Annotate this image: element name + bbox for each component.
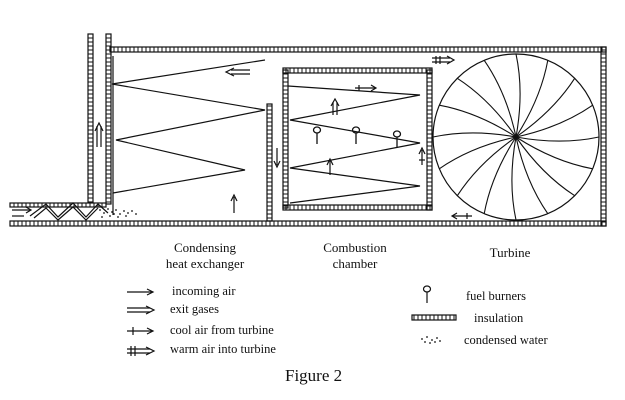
heat-exchanger-label-line1: Condensing	[173, 240, 237, 255]
turbine-label: Turbine	[470, 245, 550, 261]
right-wall	[600, 46, 607, 227]
exit-gas-arrow-top	[224, 67, 250, 77]
chimney-right-wall	[105, 33, 112, 205]
turbine-spoke	[515, 136, 549, 215]
cool-air-symbol	[127, 327, 155, 335]
heat-exchanger-label-line2: heat exchanger	[165, 256, 245, 271]
turbine-label-line1: Turbine	[489, 245, 531, 260]
flow-arrows	[12, 55, 472, 220]
incoming-air-arrow-exchanger	[230, 193, 238, 213]
legend-condensed-water: condensed water	[464, 333, 548, 347]
incoming-air-arrow-combustion	[326, 157, 334, 175]
combustion-chamber-label: Combustion chamber	[300, 240, 410, 272]
water-droplet	[123, 210, 125, 212]
warm-air-symbol	[127, 346, 156, 356]
top-wall	[109, 46, 607, 53]
heat-exchanger-label: Condensing heat exchanger	[140, 240, 270, 272]
turbine-spoke	[515, 78, 576, 138]
combustion-left-wall	[282, 69, 289, 209]
fuel-burner	[392, 130, 402, 148]
turbine-spoke	[438, 136, 517, 170]
legend-fuel-burners: fuel burners	[466, 289, 527, 303]
turbine-spoke	[483, 59, 517, 138]
combustion-top-wall	[282, 67, 433, 74]
legend-symbols	[127, 285, 457, 356]
legend-incoming-air: incoming air	[172, 284, 236, 298]
insulation-symbol	[411, 314, 457, 321]
water-droplet	[117, 216, 119, 218]
water-droplet	[111, 211, 113, 213]
water-droplet	[135, 213, 137, 215]
bottom-wall	[9, 220, 607, 227]
condensed-water	[99, 208, 137, 218]
legend-insulation: insulation	[474, 311, 524, 325]
cool-air-arrow-top	[355, 84, 378, 92]
turbine-spoke	[515, 53, 521, 138]
fuel-burner	[312, 126, 322, 144]
turbine-spoke	[515, 60, 549, 138]
water-droplet	[99, 209, 101, 211]
fuel-burners	[312, 126, 402, 148]
incoming-air-symbol	[127, 288, 155, 296]
water-droplet	[119, 213, 121, 215]
cool-air-arrow-bottom	[450, 212, 472, 220]
combustion-right-wall	[426, 69, 433, 211]
water-droplet	[127, 212, 129, 214]
combustion-floor	[282, 204, 433, 211]
water-droplet	[101, 216, 103, 218]
water-droplet	[109, 215, 111, 217]
incoming-air-arrow-inlet	[12, 206, 33, 217]
exit-gas-arrow-combustion	[330, 97, 340, 115]
cool-air-arrow-right	[418, 146, 426, 165]
fuel-burner	[351, 126, 361, 144]
turbine-spoke	[457, 77, 517, 138]
water-droplet	[107, 208, 109, 210]
turbine-spoke	[456, 136, 517, 196]
combustion-label-line2: chamber	[332, 256, 378, 271]
exit-gas-arrow-chimney	[94, 121, 104, 147]
turbine-spoke	[432, 132, 517, 138]
combustion-label-line1: Combustion	[323, 240, 387, 255]
inlet-duct-wall	[9, 202, 107, 208]
incoming-air-arrow-down	[273, 148, 281, 169]
water-droplet	[113, 213, 115, 215]
turbine-spoke	[515, 136, 600, 142]
turbine-spoke	[515, 136, 575, 197]
water-droplet	[115, 209, 117, 211]
water-droplet	[131, 210, 133, 212]
turbine-spokes	[432, 53, 600, 221]
heat-exchanger-baffles	[111, 56, 421, 215]
warm-air-arrow-turbine	[432, 55, 456, 65]
water-droplet	[103, 212, 105, 214]
exit-gases-symbol	[127, 305, 156, 315]
turbine-spoke	[483, 136, 517, 214]
legend-cool-air: cool air from turbine	[170, 323, 274, 337]
turbine-spoke	[439, 104, 517, 138]
fuel-burner-symbol	[422, 285, 432, 303]
chimney-left-wall	[87, 33, 94, 203]
heat-exchanger-partition	[266, 103, 273, 222]
insulated-walls	[9, 33, 607, 227]
turbine-spoke	[515, 136, 593, 170]
figure-caption: Figure 2	[285, 366, 343, 385]
inlet-baffle	[29, 202, 109, 221]
water-droplet	[125, 215, 127, 217]
turbine-spoke	[515, 104, 594, 138]
legend-warm-air: warm air into turbine	[170, 342, 276, 356]
condensed-water-symbol	[421, 336, 441, 344]
legend-exit-gases: exit gases	[170, 302, 219, 316]
turbine-spoke	[511, 136, 517, 221]
